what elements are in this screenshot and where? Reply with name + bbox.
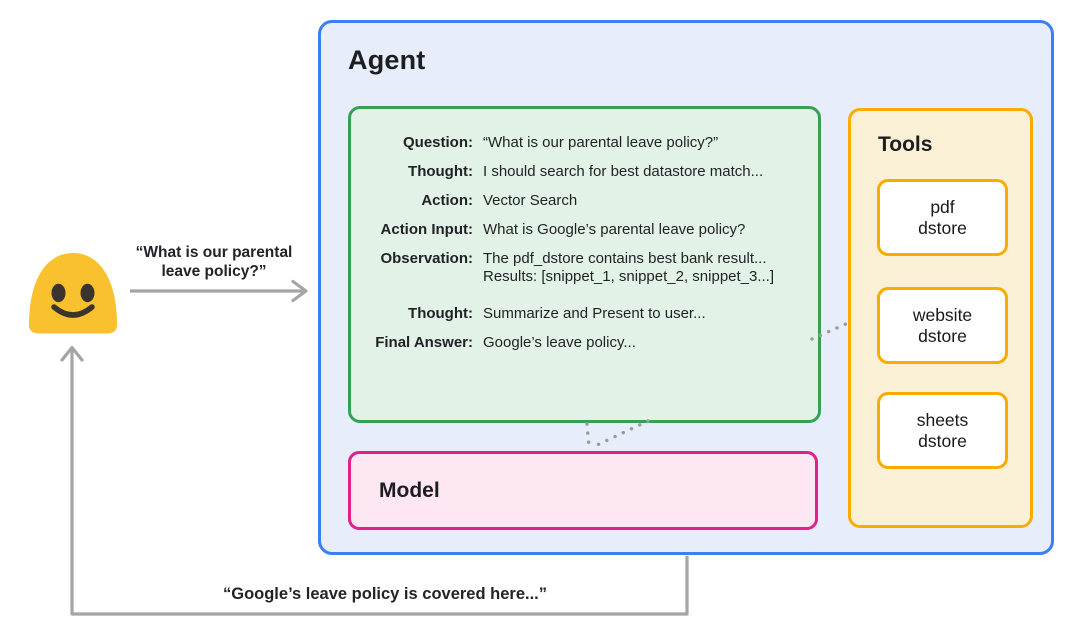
tool-card-sheets-dstore: sheets dstore xyxy=(877,392,1008,469)
user-avatar xyxy=(24,244,122,334)
tool-pdf-line2: dstore xyxy=(918,217,967,238)
trace-label-observation: Observation: xyxy=(380,250,473,267)
trace-label-thought1: Thought: xyxy=(408,163,473,180)
trace-label-question: Question: xyxy=(403,134,473,151)
tool-card-website-dstore: website dstore xyxy=(877,287,1008,364)
model-box: Model xyxy=(348,451,818,530)
tool-card-pdf-dstore: pdf dstore xyxy=(877,179,1008,256)
trace-label-thought2: Thought: xyxy=(408,305,473,322)
tool-pdf-line1: pdf xyxy=(930,196,955,217)
trace-value-question: “What is our parental leave policy?” xyxy=(483,134,719,151)
tools-title: Tools xyxy=(878,133,933,156)
trace-value-final-answer: Google’s leave policy... xyxy=(483,334,636,351)
trace-value-observation: The pdf_dstore contains best bank result… xyxy=(483,250,806,286)
trace-label-action: Action: xyxy=(421,192,473,209)
trace-value-thought1: I should search for best datastore match… xyxy=(483,163,764,180)
emoji-right-eye xyxy=(80,283,95,303)
trace-value-action: Vector Search xyxy=(483,192,578,209)
agent-response-text: “Google’s leave policy is covered here..… xyxy=(222,585,548,603)
response-arrow-head xyxy=(60,345,84,362)
user-request-line1: “What is our parental xyxy=(135,244,293,261)
agent-reasoning-trace: Question: “What is our parental leave po… xyxy=(348,106,821,423)
observation-line1: The pdf_dstore contains best bank result… xyxy=(483,250,767,267)
agent-title: Agent xyxy=(348,45,426,75)
model-title: Model xyxy=(379,478,440,502)
trace-label-action-input: Action Input: xyxy=(380,221,473,238)
agent-container: Agent Question: “What is our parental le… xyxy=(318,20,1054,555)
tools-container: Tools pdf dstore website dstore sheets d… xyxy=(848,108,1033,528)
request-arrow-head xyxy=(291,279,308,303)
trace-value-action-input: What is Google’s parental leave policy? xyxy=(483,221,746,238)
emoji-smile xyxy=(51,304,95,318)
tool-website-line1: website xyxy=(912,304,973,325)
emoji-left-eye xyxy=(51,283,66,303)
tool-website-line2: dstore xyxy=(918,325,967,346)
tool-sheets-line1: sheets xyxy=(916,409,969,430)
trace-grid: Question: “What is our parental leave po… xyxy=(361,134,806,352)
trace-label-final-answer: Final Answer: xyxy=(375,334,473,351)
user-request-text: “What is our parental leave policy?” xyxy=(108,243,320,281)
observation-line2: Results: [snippet_1, snippet_2, snippet_… xyxy=(483,268,775,285)
trace-value-thought2: Summarize and Present to user... xyxy=(483,305,706,322)
tool-sheets-line2: dstore xyxy=(918,430,967,451)
smiling-blob-emoji-icon xyxy=(29,253,117,334)
user-request-line2: leave policy?” xyxy=(161,263,267,280)
